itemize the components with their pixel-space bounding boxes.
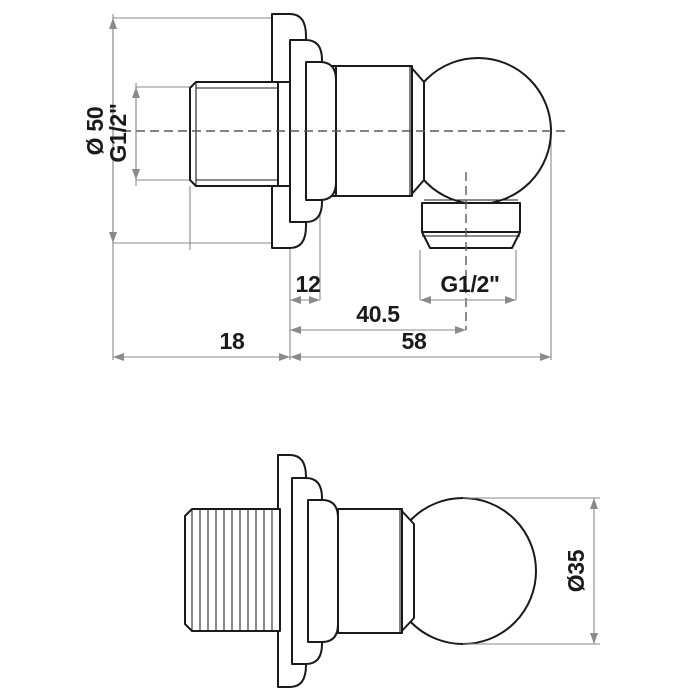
dim-label-18: 18 (220, 328, 245, 354)
dimension-flange-depth: 12 (290, 271, 321, 304)
dim-label-58: 58 (402, 328, 427, 354)
arrowhead-od-top (109, 18, 117, 29)
dim-label-ball-diameter: Ø35 (563, 549, 589, 592)
dim-label-405: 40.5 (356, 301, 400, 327)
arrowhead-405-left (290, 326, 301, 334)
thread-hatching-group (191, 509, 273, 631)
arrowhead-inlet-top (132, 87, 140, 98)
inlet-thread-spigot (189, 81, 279, 187)
arrowhead-outlet-right (505, 296, 516, 304)
dimension-outlet-thread: G1/2" (420, 271, 516, 304)
bottom-boss-over-flange (337, 508, 403, 634)
arrowhead-12-right (309, 296, 320, 304)
dimension-ball-diameter: Ø35 (463, 497, 600, 645)
arrowhead-58-left (290, 353, 301, 361)
arrowhead-outlet-left (420, 296, 431, 304)
outlet-nozzle-body (421, 202, 521, 249)
dimension-outlet-offset: 40.5 (290, 301, 466, 334)
arrowhead-d35-top (590, 498, 598, 509)
arrowhead-58-right (540, 353, 551, 361)
dimension-outer-diameter: Ø 50 (82, 18, 117, 243)
top-view-group: Ø 50 G1/2" 12 G1/2" 40.5 (82, 13, 566, 361)
dim-label-inlet-thread: G1/2" (105, 103, 131, 162)
dimension-total-length: 58 (290, 328, 551, 361)
top-view-part-outline (189, 13, 552, 249)
dimension-wall-projection: 18 (113, 328, 290, 361)
arrowhead-405-right (455, 326, 466, 334)
dim-label-outer-diameter: Ø 50 (82, 107, 108, 156)
arrowhead-18-left (113, 353, 124, 361)
arrowhead-d35-bottom (590, 633, 598, 644)
arrowhead-12-left (290, 296, 301, 304)
arrowhead-18-right (279, 353, 290, 361)
dim-label-12: 12 (296, 271, 321, 297)
dim-label-outlet-thread: G1/2" (440, 271, 499, 297)
arrowhead-inlet-bottom (132, 169, 140, 180)
arrowhead-od-bottom (109, 232, 117, 243)
bottom-flange-disc-inner (307, 499, 339, 643)
dimension-inlet-thread: G1/2" (105, 87, 140, 180)
top-view-extension-lines (112, 14, 552, 360)
bottom-view-group: Ø35 (184, 454, 600, 688)
